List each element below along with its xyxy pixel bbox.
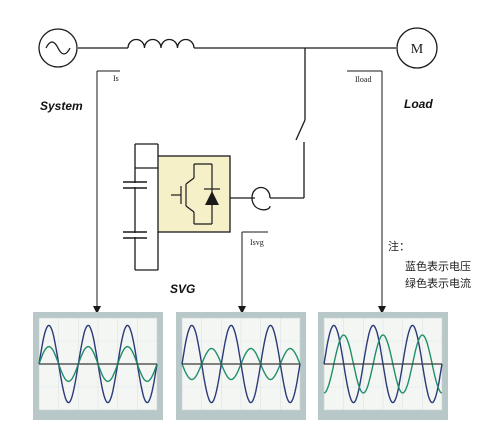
load-label: Load [404,97,433,111]
capacitor-gap [130,233,140,237]
isvg-label: Isvg [250,238,264,247]
is-label: Is [113,74,119,83]
ac-source-icon [38,28,78,68]
scope-system-current [33,312,163,420]
current-transformer-icon [251,186,271,211]
diode-icon [205,191,219,205]
motor-label: M [411,42,424,57]
scope-load-current [318,312,448,420]
scope-svg-current [176,312,306,420]
system-label: System [40,99,83,113]
is-arrow-icon [93,306,101,314]
note-current: 绿色表示电流 [405,276,471,290]
capacitor-gap [130,183,140,187]
inductor-icon [127,38,195,49]
capacitor-icon [123,181,147,239]
current-waveform [323,334,443,394]
iload-label: Iload [355,75,371,84]
iload-probe [347,70,383,312]
is-probe [96,70,120,312]
motor-icon: M [396,27,438,69]
note-voltage: 蓝色表示电压 [405,259,471,273]
isvg-probe [241,231,268,312]
svg-label: SVG [170,282,195,296]
dc-link [134,143,159,271]
note-title: 注： [388,239,410,253]
iload-arrow-icon [378,306,386,314]
isvg-arrow-icon [238,306,246,314]
svg-branch-wire [230,48,306,199]
